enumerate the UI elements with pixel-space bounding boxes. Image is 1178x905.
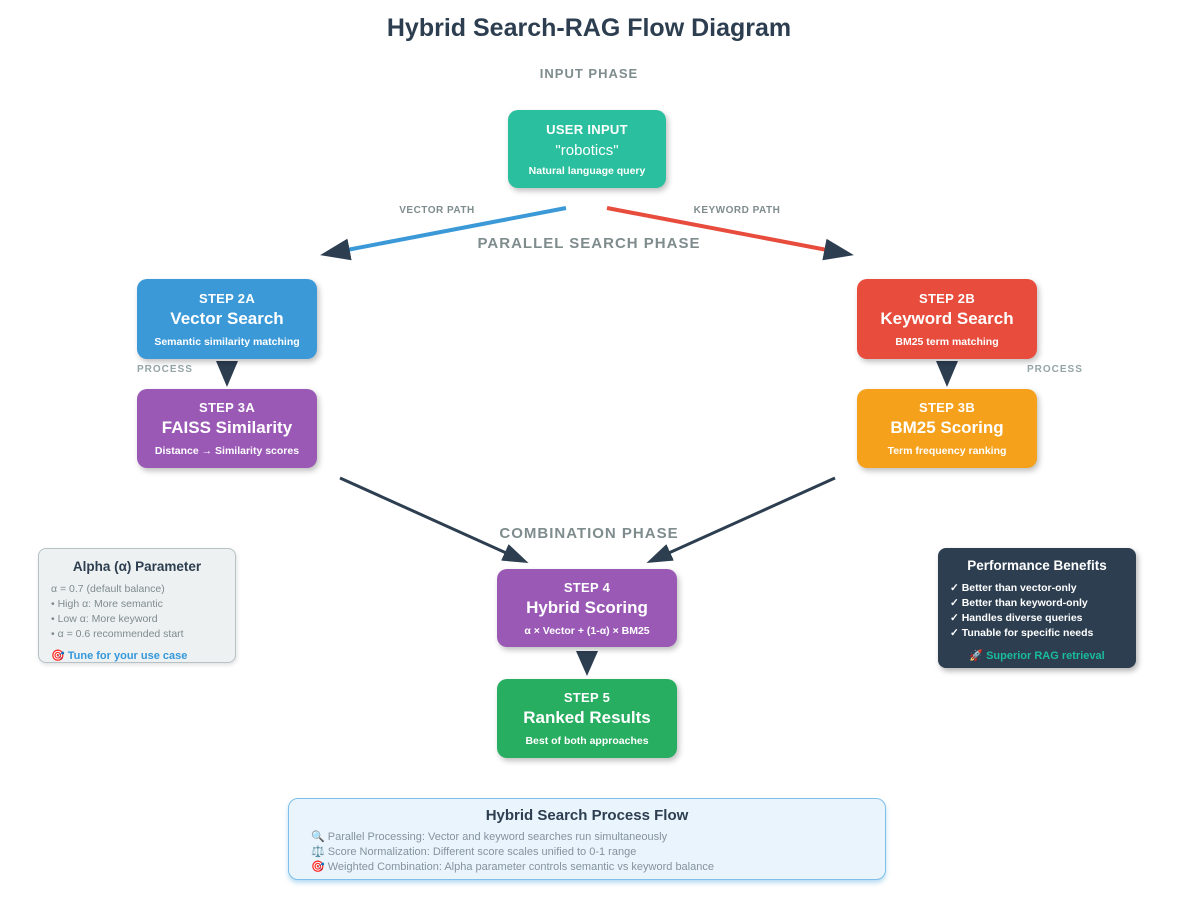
- step-5-subtitle: Best of both approaches: [525, 735, 649, 747]
- step-4-subtitle: α × Vector + (1-α) × BM25: [524, 624, 650, 637]
- phase-label-input: INPUT PHASE: [539, 66, 639, 81]
- process-flow-line: 🔍 Parallel Processing: Vector and keywor…: [311, 831, 668, 843]
- alpha-panel-line: • Low α: More keyword: [51, 613, 158, 625]
- phase-label-combination: COMBINATION PHASE: [499, 525, 679, 542]
- node-step-3a-faiss-similarity: STEP 3A FAISS Similarity Distance → Simi…: [137, 389, 317, 468]
- process-flow-line: ⚖️ Score Normalization: Different score …: [311, 846, 637, 858]
- node-step-2b-keyword-search: STEP 2B Keyword Search BM25 term matchin…: [857, 279, 1037, 359]
- alpha-panel-line: • α = 0.6 recommended start: [51, 628, 184, 640]
- benefits-panel-line: ✓ Handles diverse queries: [950, 612, 1083, 624]
- step-3a-label: STEP 3A: [198, 400, 256, 415]
- alpha-parameter-panel: Alpha (α) Parameter α = 0.7 (default bal…: [38, 548, 236, 663]
- step-5-label: STEP 5: [563, 690, 611, 705]
- keyword-path-label: KEYWORD PATH: [693, 205, 781, 216]
- phase-label-parallel-search: PARALLEL SEARCH PHASE: [477, 235, 701, 252]
- step-3a-subtitle: Distance → Similarity scores: [154, 445, 300, 457]
- node-step-5-ranked-results: STEP 5 Ranked Results Best of both appro…: [497, 679, 677, 758]
- benefits-panel-title: Performance Benefits: [967, 558, 1107, 573]
- process-flow-title: Hybrid Search Process Flow: [485, 807, 689, 824]
- node-step-4-hybrid-scoring: STEP 4 Hybrid Scoring α × Vector + (1-α)…: [497, 569, 677, 647]
- hybrid-to-ranked-arrow: [576, 651, 598, 676]
- performance-benefits-panel: Performance Benefits ✓ Better than vecto…: [938, 548, 1136, 668]
- step-3b-subtitle: Term frequency ranking: [887, 445, 1007, 457]
- benefits-panel-highlight: 🚀 Superior RAG retrieval: [969, 650, 1105, 662]
- step-5-name: Ranked Results: [523, 708, 651, 727]
- alpha-panel-line: • High α: More semantic: [51, 598, 163, 610]
- user-input-query: "robotics": [555, 141, 619, 159]
- step-3b-label: STEP 3B: [918, 400, 976, 415]
- benefits-panel-line: ✓ Tunable for specific needs: [950, 627, 1094, 639]
- process-label-right: PROCESS: [1027, 364, 1083, 375]
- alpha-panel-line: α = 0.7 (default balance): [51, 583, 165, 595]
- node-user-input: USER INPUT "robotics" Natural language q…: [508, 110, 666, 188]
- faiss-to-hybrid-arrow: [339, 476, 529, 564]
- page-title: Hybrid Search-RAG Flow Diagram: [386, 14, 792, 42]
- node-step-2a-vector-search: STEP 2A Vector Search Semantic similarit…: [137, 279, 317, 359]
- user-input-title: USER INPUT: [546, 121, 628, 137]
- user-input-subtitle: Natural language query: [528, 164, 646, 177]
- process-label-left: PROCESS: [137, 364, 193, 375]
- process-flow-line: 🎯 Weighted Combination: Alpha parameter …: [311, 861, 714, 873]
- step-4-name: Hybrid Scoring: [526, 597, 648, 617]
- step-4-label: STEP 4: [563, 579, 611, 595]
- step-2a-label: STEP 2A: [198, 290, 256, 306]
- alpha-panel-title: Alpha (α) Parameter: [72, 559, 202, 574]
- step-2a-name: Vector Search: [170, 308, 284, 328]
- keyword-process-arrow: [936, 361, 958, 387]
- process-flow-panel: Hybrid Search Process Flow 🔍 Parallel Pr…: [288, 798, 886, 880]
- node-step-3b-bm25-scoring: STEP 3B BM25 Scoring Term frequency rank…: [857, 389, 1037, 468]
- step-3b-name: BM25 Scoring: [890, 418, 1004, 437]
- step-2b-name: Keyword Search: [880, 308, 1014, 328]
- step-2b-label: STEP 2B: [918, 290, 976, 306]
- step-2a-subtitle: Semantic similarity matching: [154, 335, 300, 348]
- vector-path-label: VECTOR PATH: [399, 205, 475, 216]
- step-2b-subtitle: BM25 term matching: [895, 335, 999, 348]
- bm25-to-hybrid-arrow: [646, 476, 836, 564]
- vector-process-arrow: [216, 361, 238, 387]
- alpha-panel-highlight: 🎯 Tune for your use case: [51, 650, 188, 662]
- step-3a-name: FAISS Similarity: [161, 418, 293, 437]
- benefits-panel-line: ✓ Better than keyword-only: [950, 597, 1088, 609]
- benefits-panel-line: ✓ Better than vector-only: [950, 582, 1077, 594]
